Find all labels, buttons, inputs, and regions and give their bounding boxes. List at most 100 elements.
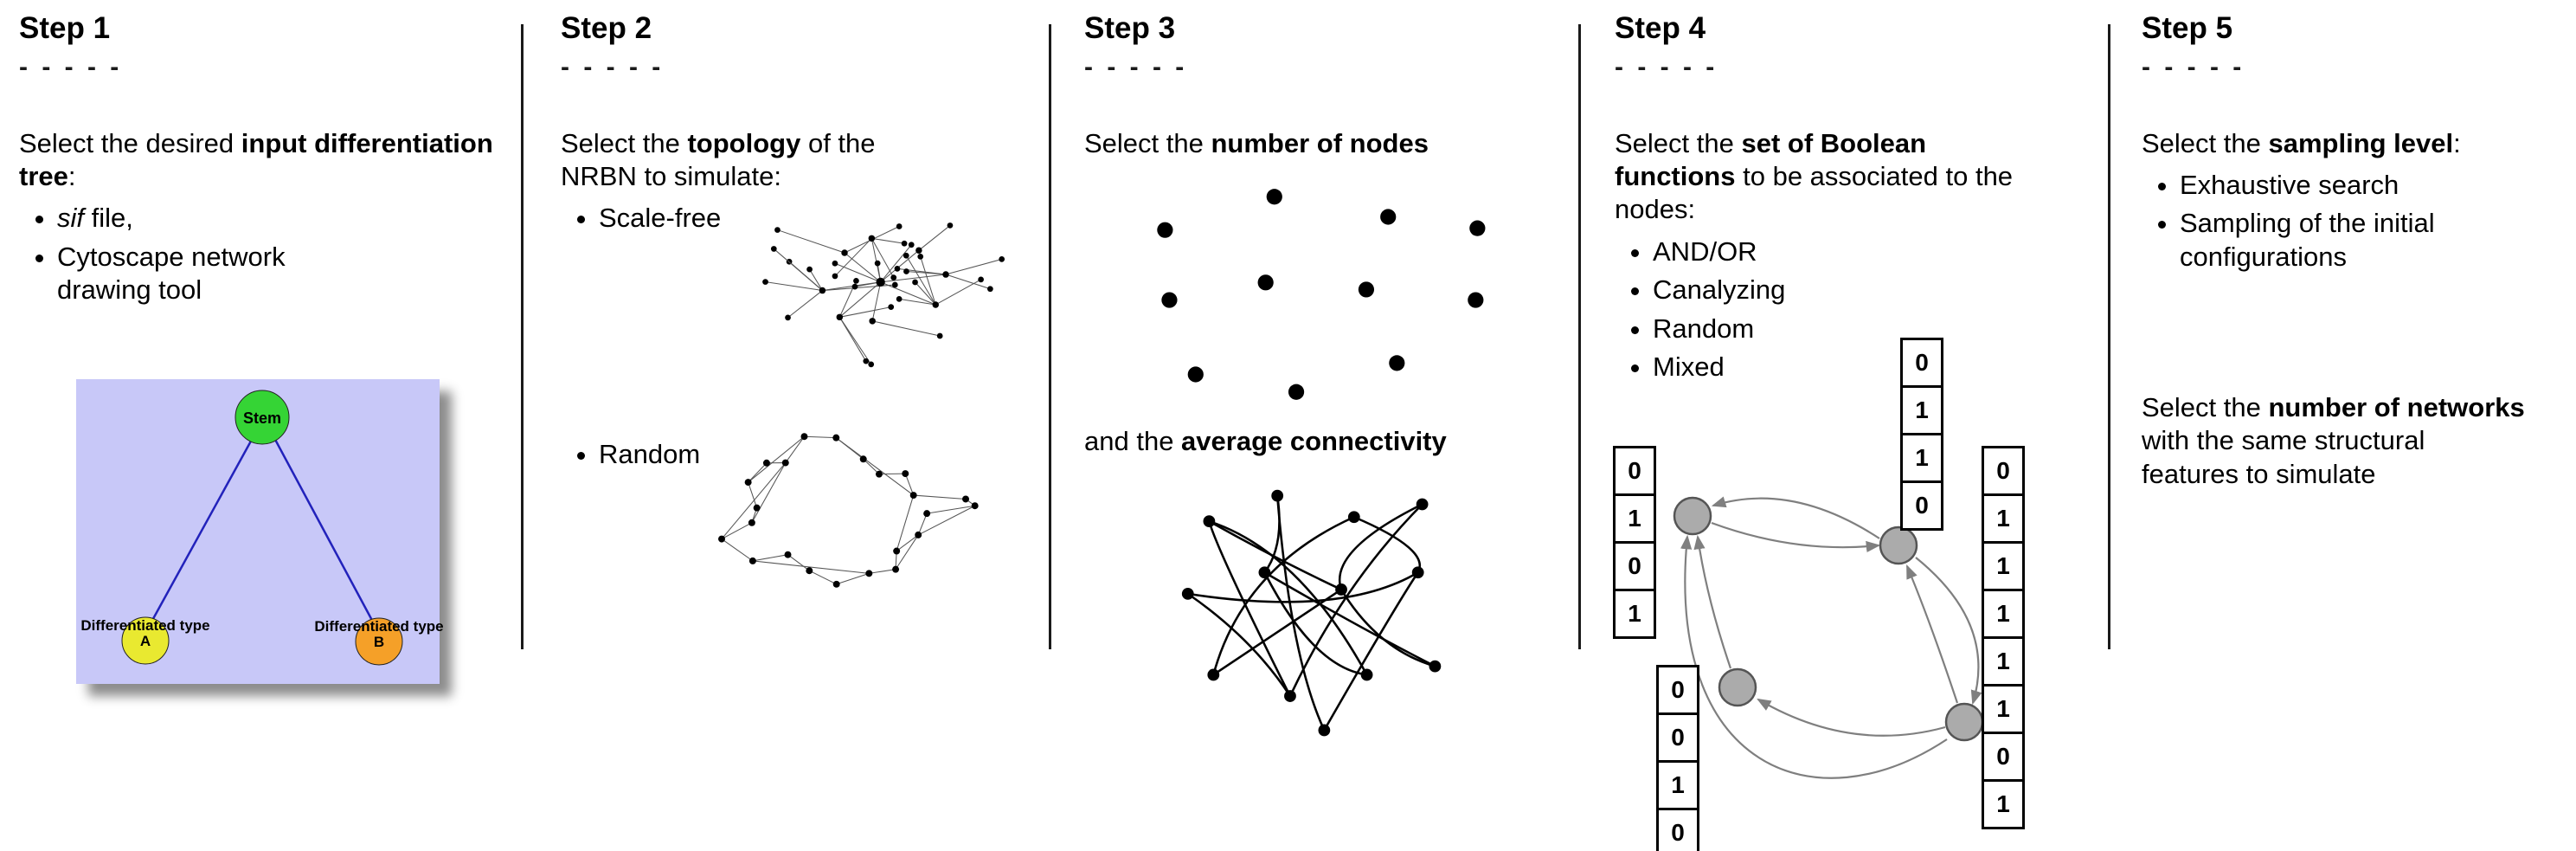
intro-bold: input differentiation tree xyxy=(19,127,493,191)
intro-bold: set of Boolean functions xyxy=(1615,127,1927,191)
intro-bold: sampling level xyxy=(2268,127,2454,158)
boolean-table-top: 0 1 1 0 xyxy=(1900,338,1943,531)
step-5-dashes: - - - - - xyxy=(2142,52,2245,81)
network-node xyxy=(1944,702,1984,742)
bullet-italic: sif xyxy=(57,203,84,234)
intro-text: to be associated to the nodes: xyxy=(1615,160,2014,225)
table-cell: 1 xyxy=(1982,684,2025,734)
network-node xyxy=(1879,525,1918,565)
network-node xyxy=(1718,667,1757,707)
bullet-scale-free: Scale-free xyxy=(599,202,1045,235)
edge-arrow xyxy=(1757,698,1946,737)
table-cell: 1 xyxy=(1982,541,2025,591)
step-3-line2: and the average connectivity xyxy=(1084,426,1447,457)
table-cell: 0 xyxy=(1613,541,1656,591)
intro-text: Select the xyxy=(561,127,688,158)
bullet-sampling: Sampling of the initial configurations xyxy=(2180,207,2526,274)
stem-node-label: Stem xyxy=(243,409,281,427)
intro-bold: topology xyxy=(687,127,801,158)
table-cell: 1 xyxy=(1613,493,1656,544)
step-1-column: Step 1 - - - - - Select the desired inpu… xyxy=(19,0,517,851)
edge-arrow xyxy=(1693,534,1732,669)
boolean-network-figure xyxy=(1673,496,1984,779)
step-2-title: Step 2 xyxy=(561,11,652,45)
step-3-line1: Select the number of nodes xyxy=(1084,127,1577,160)
bullet-random: Random xyxy=(599,438,700,471)
step-4-intro: Select the set of Boolean functions to b… xyxy=(1615,127,2021,227)
column-separator xyxy=(1578,24,1581,649)
scale-free-figure xyxy=(762,222,1005,368)
table-cell: 0 xyxy=(1656,808,1699,851)
intro-text: Select the xyxy=(2142,127,2269,158)
step-5-column: Step 5 - - - - - Select the sampling lev… xyxy=(2142,0,2570,851)
step-5-intro: Select the sampling level: xyxy=(2142,127,2570,160)
step-3-title: Step 3 xyxy=(1084,11,1176,45)
table-cell: 0 xyxy=(1982,446,2025,496)
step-2-bullets-2: Random xyxy=(561,433,700,476)
table-cell: 0 xyxy=(1900,480,1943,531)
bullet-mixed: Mixed xyxy=(1653,351,2134,384)
column-separator xyxy=(2108,24,2110,649)
bullet-exhaustive: Exhaustive search xyxy=(2180,169,2570,202)
intro-text: Select the desired xyxy=(19,127,241,158)
edge-arrow xyxy=(1711,521,1881,553)
type-a-label: Differentiated type A xyxy=(80,617,210,650)
table-cell: 1 xyxy=(1613,589,1656,639)
boolean-table-bottom: 0 0 1 0 xyxy=(1656,665,1699,851)
step-5-second-paragraph: Select the number of networks with the s… xyxy=(2142,391,2527,491)
step-4-title: Step 4 xyxy=(1615,11,1706,45)
column-separator xyxy=(1049,24,1051,649)
intro-text: Select the xyxy=(1615,127,1742,158)
table-cell: 0 xyxy=(1656,712,1699,763)
edge-arrow xyxy=(1905,564,1959,704)
intro-text: with the same structural features to sim… xyxy=(2142,425,2425,489)
differentiated-type-b-node xyxy=(355,617,403,666)
table-cell: 1 xyxy=(1656,760,1699,810)
random-figure xyxy=(718,433,979,588)
intro-text: and the xyxy=(1084,426,1182,456)
edge-arrow xyxy=(1915,557,1982,706)
connectivity-figure xyxy=(1181,489,1442,737)
intro-bold: number of networks xyxy=(2268,392,2525,422)
table-cell: 0 xyxy=(1982,732,2025,782)
intro-bold: number of nodes xyxy=(1211,127,1429,158)
step-2-column: Step 2 - - - - - Select the topology of … xyxy=(561,0,1045,851)
step-3-dashes: - - - - - xyxy=(1084,52,1188,81)
column-separator xyxy=(521,24,524,649)
tree-edge xyxy=(272,435,377,628)
table-cell: 1 xyxy=(1982,589,2025,639)
bullet-canalyzing: Canalyzing xyxy=(1653,274,2134,306)
table-cell: 1 xyxy=(1982,493,2025,544)
intro-text: : xyxy=(2453,127,2461,158)
table-cell: 1 xyxy=(1982,779,2025,829)
bullet-random-fn: Random xyxy=(1653,313,2134,345)
bullet-sif-file: sif file, xyxy=(57,202,317,235)
step-1-title: Step 1 xyxy=(19,11,111,45)
table-cell: 0 xyxy=(1656,665,1699,715)
intro-text: Select the xyxy=(1084,127,1211,158)
step-1-intro: Select the desired input differentiation… xyxy=(19,127,504,194)
network-node xyxy=(1673,496,1712,536)
table-cell: 1 xyxy=(1900,385,1943,435)
type-b-label: Differentiated type B xyxy=(314,618,444,651)
step-1-bullets: sif file, Cytoscape network drawing tool xyxy=(19,202,517,306)
table-cell: 0 xyxy=(1613,446,1656,496)
nodes-scatter-figure xyxy=(1157,189,1486,400)
table-cell: 1 xyxy=(1982,636,2025,687)
boolean-table-right: 0 1 1 1 1 1 0 1 xyxy=(1982,446,2025,829)
step-4-column: Step 4 - - - - - Select the set of Boole… xyxy=(1613,0,2134,851)
tree-svg: Stem xyxy=(76,379,440,684)
bullet-and-or: AND/OR xyxy=(1653,235,2134,268)
intro-bold: average connectivity xyxy=(1181,426,1447,456)
step-2-bullets: Scale-free xyxy=(561,202,1045,235)
step-2-dashes: - - - - - xyxy=(561,52,665,81)
step-4-bullets: AND/OR Canalyzing Random Mixed xyxy=(1615,235,2134,384)
tree-edge xyxy=(148,435,255,626)
step-2-intro: Select the topology of the NRBN to simul… xyxy=(561,127,957,194)
intro-text: of the NRBN to simulate: xyxy=(561,127,876,191)
intro-text: : xyxy=(67,160,76,191)
edge-arrow xyxy=(1711,496,1880,539)
table-cell: 1 xyxy=(1900,433,1943,483)
stem-node xyxy=(234,390,290,445)
